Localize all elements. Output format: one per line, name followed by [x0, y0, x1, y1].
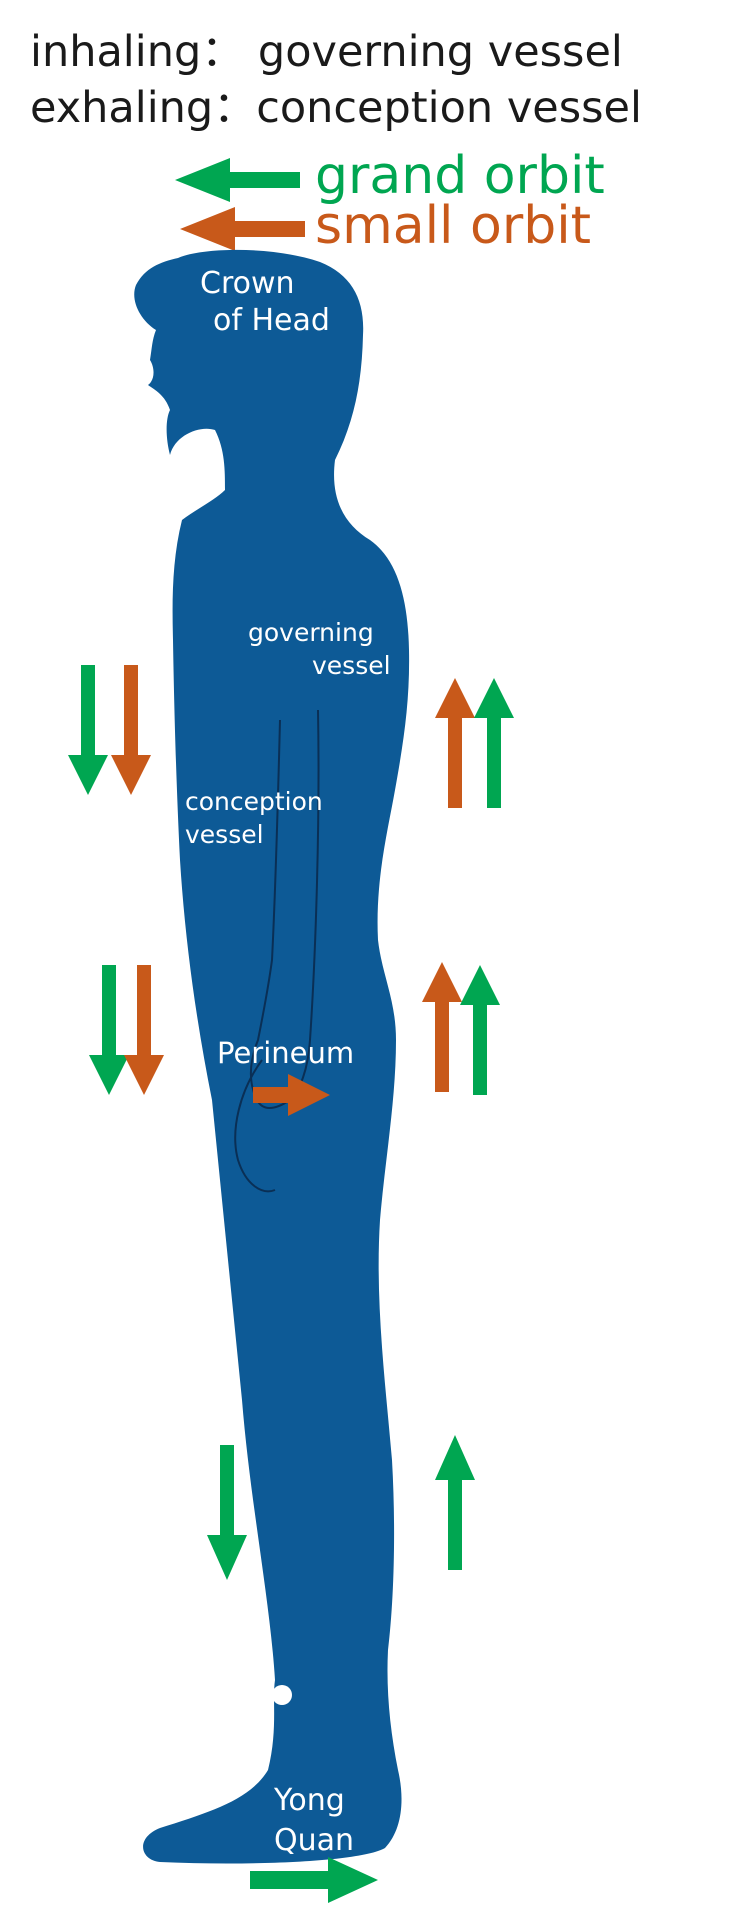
crown-of-head-label-line2: of Head: [213, 303, 330, 338]
perineum-label: Perineum: [217, 1036, 354, 1070]
upper-back-small-up-arrow-icon: [435, 678, 475, 808]
yong-quan-grand-right-arrow-icon: [250, 1857, 378, 1903]
lower-back-small-up-arrow-icon: [422, 962, 462, 1092]
grand-orbit-label: grand orbit: [315, 146, 605, 206]
leg-back-grand-up-arrow-icon: [435, 1435, 475, 1570]
grand-orbit-legend-arrow-icon: [175, 158, 300, 202]
legend-grand-orbit: grand orbit: [175, 146, 605, 206]
hand-outline: [234, 1059, 276, 1193]
ankle-point: [272, 1685, 292, 1705]
upper-front-grand-down-arrow-icon: [68, 665, 108, 795]
small-orbit-legend-arrow-icon: [180, 207, 305, 251]
body-silhouette: [134, 249, 410, 1864]
crown-of-head-label-line1: Crown: [200, 266, 295, 301]
leg-front-grand-down-arrow-icon: [207, 1445, 247, 1580]
governing-vessel-label-line1: governing: [248, 618, 374, 647]
exhaling-line: exhaling：conception vessel: [30, 83, 642, 133]
small-orbit-label: small orbit: [315, 196, 591, 256]
lower-back-grand-up-arrow-icon: [460, 965, 500, 1095]
inhaling-line: inhaling： governing vessel: [30, 27, 623, 77]
upper-back-grand-up-arrow-icon: [474, 678, 514, 808]
governing-vessel-label-line2: vessel: [312, 651, 391, 680]
upper-front-small-down-arrow-icon: [111, 665, 151, 795]
lower-front-grand-down-arrow-icon: [89, 965, 129, 1095]
yong-quan-label-line1: Yong: [273, 1783, 345, 1818]
conception-vessel-label-line2: vessel: [185, 820, 264, 849]
perineum-small-right-arrow-icon: [253, 1074, 330, 1116]
legend-small-orbit: small orbit: [180, 196, 591, 256]
yong-quan-label-line2: Quan: [274, 1823, 354, 1858]
lower-front-small-down-arrow-icon: [124, 965, 164, 1095]
conception-vessel-label-line1: conception: [185, 787, 323, 816]
